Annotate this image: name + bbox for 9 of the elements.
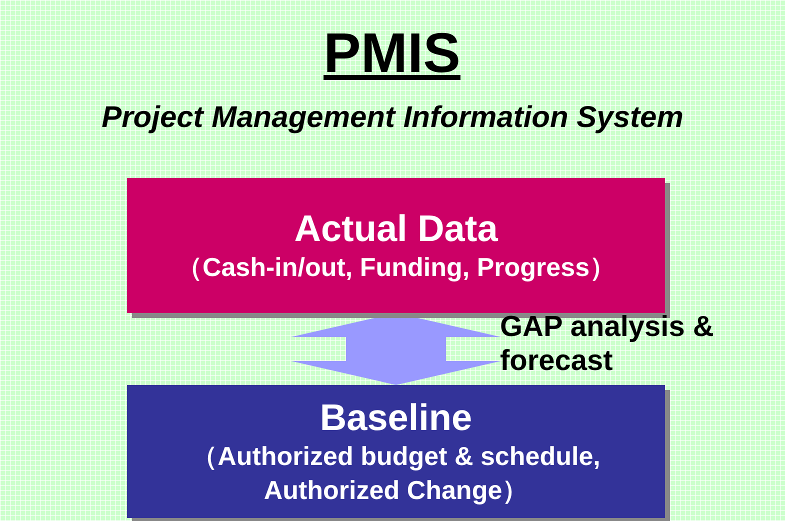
process-box bbox=[127, 385, 665, 518]
subtitle: Project Management Information System bbox=[100, 100, 684, 136]
box-heading: Actual Data bbox=[294, 208, 498, 250]
box-heading: Baseline bbox=[320, 396, 472, 438]
process-box bbox=[127, 178, 665, 313]
box-body-text: （Cash-in/out, Funding, Progress） bbox=[176, 250, 616, 284]
edge-label: GAP analysis & forecast bbox=[500, 310, 715, 378]
box-body-text: （Authorized budget & schedule, Authorized Change） bbox=[190, 440, 602, 506]
title: PMIS bbox=[322, 20, 462, 86]
